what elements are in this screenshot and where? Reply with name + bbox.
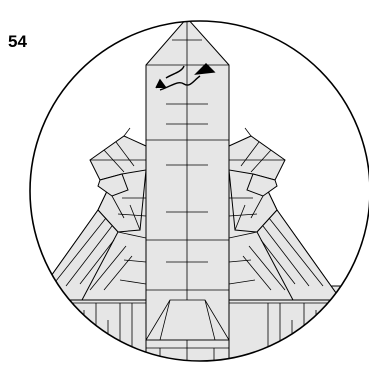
model-group	[20, 18, 369, 370]
center-column	[146, 18, 229, 370]
